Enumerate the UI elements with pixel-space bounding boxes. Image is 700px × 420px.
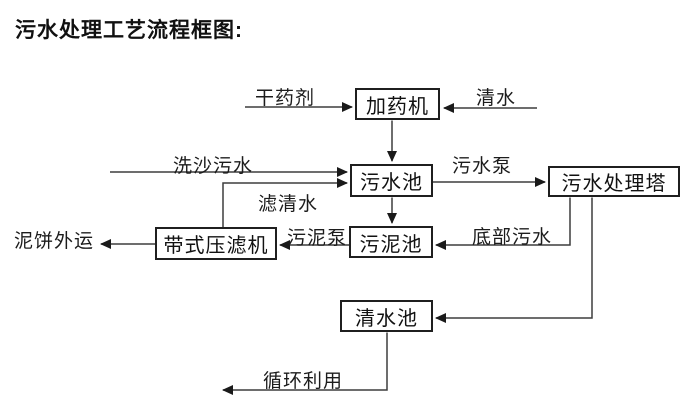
- edge-label-sewage-pump: 污水泵: [452, 156, 513, 177]
- node-dosing-machine: 加药机: [355, 88, 440, 120]
- node-belt-filter-press: 带式压滤机: [155, 227, 277, 260]
- edge-label-filtered-water: 滤清水: [258, 194, 319, 215]
- edge-label-mud-cake-outbound: 泥饼外运: [14, 231, 95, 252]
- edge-bottom-sewage-arrow: [435, 197, 571, 250]
- edge-label-sludge-pump: 污泥泵: [287, 228, 348, 249]
- node-sewage-treatment-tower: 污水处理塔: [548, 166, 680, 197]
- node-sewage-pool: 污水池: [350, 164, 433, 197]
- edge-tower-to-clean-water-pool-arrow: [435, 197, 593, 323]
- node-clean-water-pool: 清水池: [340, 300, 433, 332]
- edge-label-sand-washing-sewage: 洗沙污水: [173, 156, 254, 177]
- edge-label-dry-agent: 干药剂: [255, 88, 316, 109]
- edge-label-recycling: 循环利用: [263, 371, 344, 392]
- edge-label-bottom-sewage: 底部污水: [472, 227, 553, 248]
- node-sludge-pool: 污泥池: [349, 226, 433, 258]
- edge-filtered-water-arrow: [222, 178, 348, 227]
- edge-recycling-arrow: [222, 332, 388, 395]
- edge-label-clean-water: 清水: [476, 88, 517, 109]
- page-title: 污水处理工艺流程框图:: [15, 19, 243, 42]
